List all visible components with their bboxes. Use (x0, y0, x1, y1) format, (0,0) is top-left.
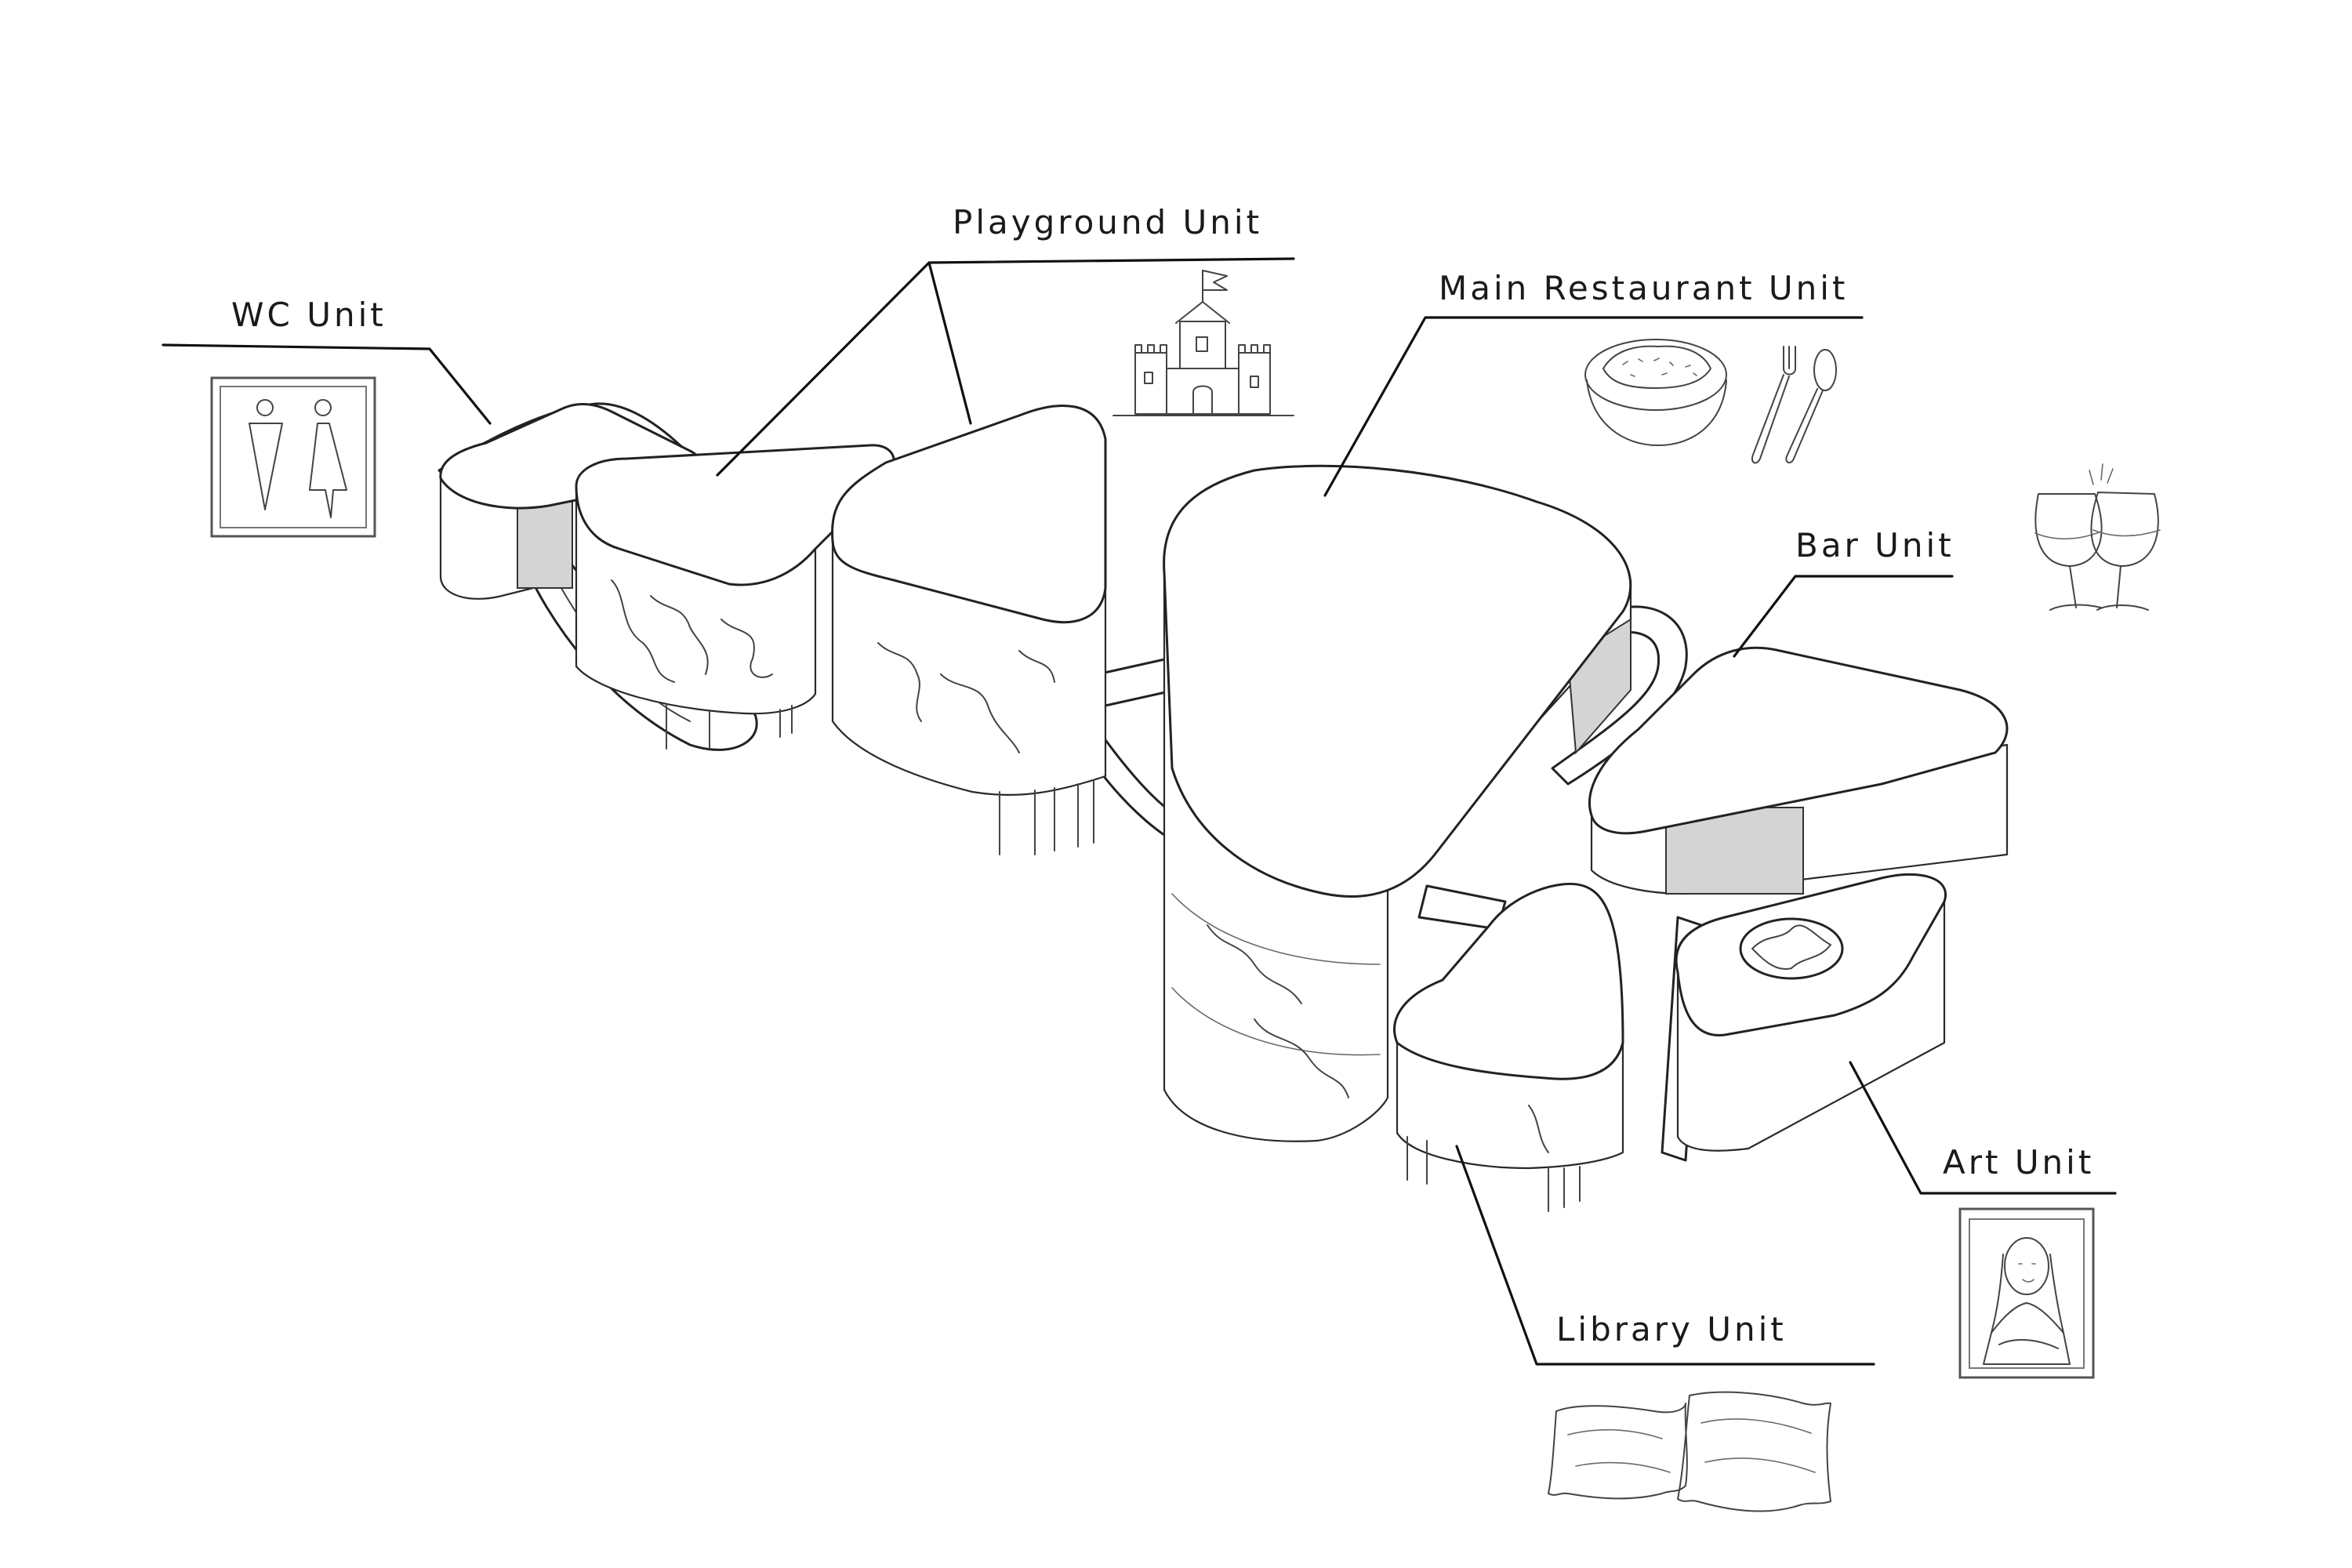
restroom-sign-icon (210, 376, 376, 538)
library-label: Library Unit (1556, 1310, 1787, 1348)
art-label: Art Unit (1943, 1143, 2094, 1181)
framed-portrait-icon (1958, 1207, 2095, 1379)
castle-icon (1112, 270, 1294, 416)
library-unit-building (1393, 882, 1624, 1212)
playground-leader-branch (927, 261, 972, 425)
library-leader (1455, 1145, 1875, 1366)
bar-leader (1733, 575, 1954, 658)
wc-leader (162, 343, 492, 425)
leader-lines (162, 257, 2117, 1366)
pillows-icon (1548, 1391, 1831, 1512)
stilts (999, 779, 1094, 855)
stilts (1406, 1136, 1581, 1212)
art-unit-building (1675, 873, 1947, 1152)
wine-glasses-icon (2034, 463, 2161, 611)
bar-unit-building (1588, 646, 2009, 895)
bar-label: Bar Unit (1795, 526, 1955, 564)
playground-unit-1-building (575, 444, 895, 750)
wc-label: WC Unit (231, 296, 387, 334)
playground-label: Playground Unit (953, 203, 1262, 241)
stilts (666, 705, 793, 750)
main-restaurant-label: Main Restaurant Unit (1439, 269, 1848, 307)
main-restaurant-unit-building (1163, 464, 1632, 1142)
food-plate-cutlery-icon (1584, 339, 1837, 464)
art-leader (1849, 1061, 2117, 1195)
labels: WC Unit Playground Unit Main Restaurant … (231, 203, 2094, 1348)
main-restaurant-leader (1323, 316, 1864, 497)
playground-unit-2-building (831, 405, 1107, 855)
